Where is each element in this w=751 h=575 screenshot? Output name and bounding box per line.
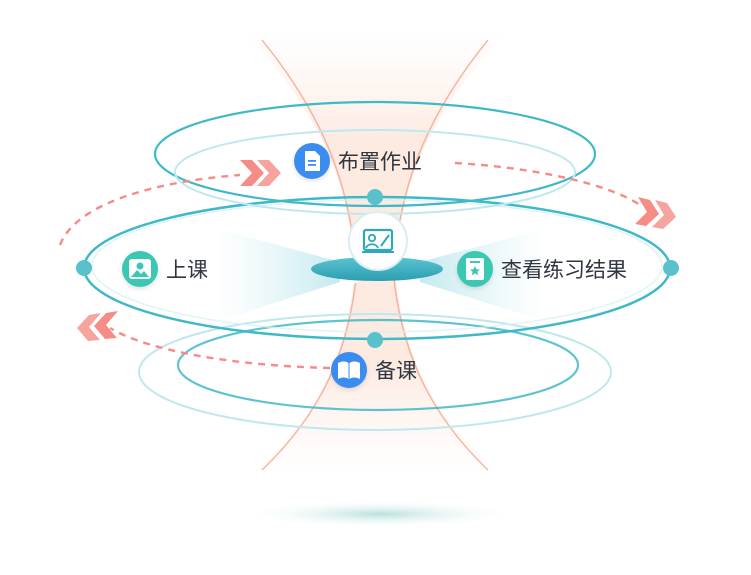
dashed-arrow-top-left bbox=[58, 173, 241, 246]
node-label-attend-class: 上课 bbox=[166, 258, 208, 282]
ground-shadow bbox=[240, 500, 520, 528]
certificate-icon bbox=[457, 251, 493, 287]
node-dot-top bbox=[367, 189, 383, 205]
node-dot-left bbox=[76, 260, 92, 276]
chevron-right-icon bbox=[240, 160, 281, 186]
dashed-arrow-top-right bbox=[454, 161, 641, 206]
chevron-left-icon bbox=[77, 311, 118, 341]
node-label-prepare-lesson: 备课 bbox=[375, 359, 417, 383]
node-prepare-lesson: 备课 bbox=[331, 352, 417, 388]
chevron-right-icon bbox=[635, 197, 676, 229]
ring-top-outer bbox=[153, 100, 597, 208]
glow-left bbox=[215, 228, 340, 322]
picture-icon bbox=[122, 251, 158, 287]
node-dot-bottom bbox=[367, 332, 383, 348]
node-attend-class: 上课 bbox=[122, 251, 208, 287]
node-label-assign-homework: 布置作业 bbox=[338, 150, 422, 174]
ring-bottom-outer bbox=[138, 313, 612, 431]
node-label-view-results: 查看练习结果 bbox=[501, 258, 627, 282]
presentation-board-icon bbox=[348, 211, 408, 271]
node-dot-right bbox=[663, 260, 679, 276]
document-icon bbox=[294, 143, 330, 179]
book-icon bbox=[331, 352, 367, 388]
node-view-results: 查看练习结果 bbox=[457, 251, 627, 287]
ring-bottom-inner bbox=[176, 318, 580, 412]
node-assign-homework: 布置作业 bbox=[294, 143, 422, 179]
